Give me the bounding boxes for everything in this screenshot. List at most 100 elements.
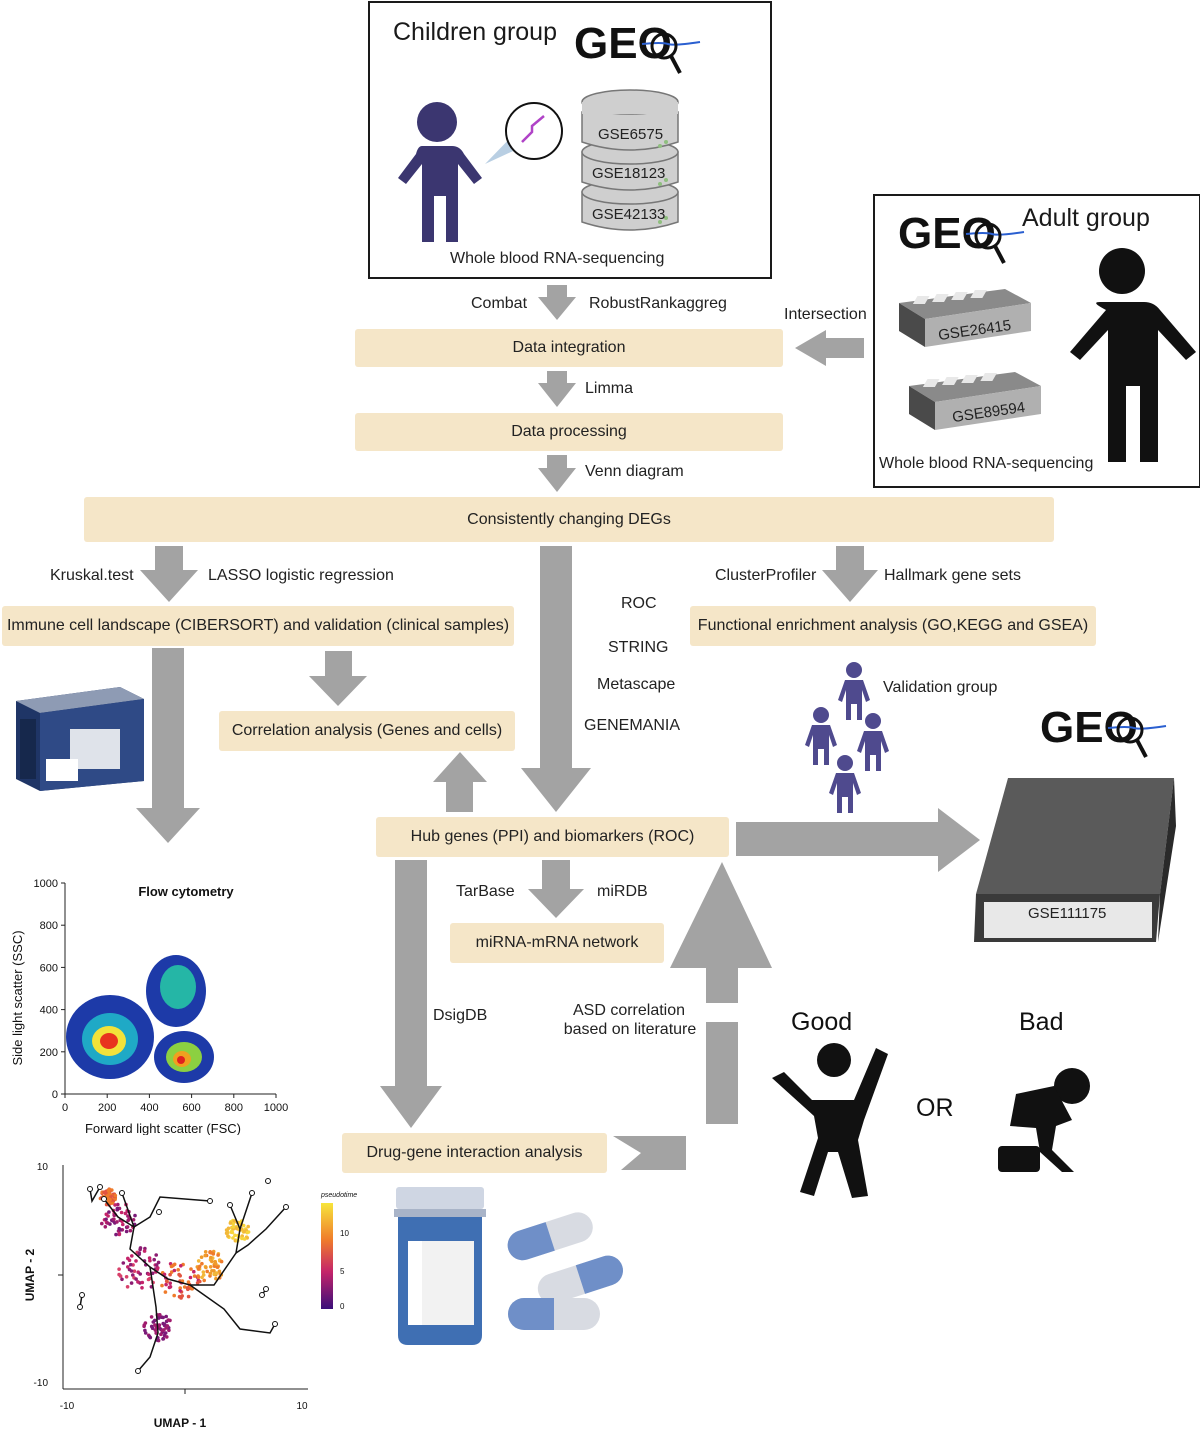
drug-gene-box: Drug-gene interaction analysis [342,1133,607,1173]
hallmark-label: Hallmark gene sets [884,567,1021,584]
umap-cell-point [140,1286,144,1290]
umap-cell-point [197,1264,202,1269]
umap-cell-point [196,1267,201,1271]
umap-cell-point [134,1277,138,1281]
flow-ylabel: Side light scatter (SSC) [10,930,25,1065]
umap-cell-point [161,1315,165,1320]
flow-ytick-label: 0 [52,1089,58,1101]
umap-cell-point [208,1265,213,1269]
umap-cell-point [164,1282,168,1287]
cluster-monocytes [154,1031,214,1083]
umap-cell-point [226,1234,230,1238]
flow-cytometer-machine-icon [16,687,144,791]
umap-cell-point [217,1269,222,1274]
umap-ylabel: UMAP - 2 [23,1248,37,1301]
child-person-icon [398,102,482,242]
umap-cell-point [126,1256,130,1261]
umap-cell-point [109,1194,113,1199]
flow-ytick-label: 600 [40,962,58,974]
umap-cell-point [132,1269,137,1273]
umap-cell-point [110,1201,115,1205]
adult-person-icon [1070,248,1196,462]
cluster-lymphocytes [66,995,154,1079]
or-label: OR [916,1094,954,1122]
umap-cell-point [245,1230,249,1235]
umap-cell-point [142,1323,147,1327]
umap-cell-point [246,1224,250,1229]
umap-cell-point [169,1264,174,1269]
umap-cell-point [158,1313,162,1317]
umap-cell-point [179,1264,183,1268]
dsigdb-label: DsigDB [433,1007,488,1024]
umap-cell-point [167,1285,172,1290]
umap-cell-point [117,1232,122,1237]
umap-cell-point [169,1270,174,1274]
umap-legend-tick: 10 [340,1229,349,1238]
array-chip-icon [909,372,1041,430]
umap-cell-point [129,1269,134,1273]
children-group-title: Children group [393,18,557,46]
hub-genes-box: Hub genes (PPI) and biomarkers (ROC) [376,817,729,857]
umap-cell-point [103,1225,108,1229]
robust-label: RobustRankaggreg [589,295,727,312]
umap-cell-point [125,1285,130,1289]
umap-cell-point [231,1222,235,1226]
genemania-label: GENEMANIA [584,717,681,734]
umap-cell-point [100,1221,104,1226]
umap-cell-point [204,1265,208,1270]
good-label: Good [791,1008,853,1036]
umap-cell-point [231,1225,236,1229]
umap-cell-point [228,1221,233,1225]
umap-cell-point [209,1255,213,1260]
lasso-label: LASSO logistic regression [208,567,394,584]
data-integration-box: Data integration [355,329,783,367]
umap-cell-point [161,1321,165,1326]
limma-label: Limma [585,380,634,397]
array-chip-icon [899,289,1031,347]
asd-label-line1: ASD correlation [572,1002,686,1019]
umap-cell-point [231,1236,235,1240]
umap-cell-point [200,1261,204,1266]
umap-cell-point [164,1279,169,1284]
umap-cell-point [168,1272,172,1277]
happy-person-icon [772,1043,888,1198]
umap-cell-point [129,1281,134,1285]
umap-cell-point [146,1272,151,1276]
umap-cell-point [161,1337,165,1341]
umap-xlabel: UMAP - 1 [154,1416,207,1429]
umap-cell-point [178,1274,182,1278]
flow-xlabel: Forward light scatter (FSC) [85,1121,241,1135]
umap-xtick: 10 [296,1401,308,1412]
umap-cell-point [163,1331,168,1335]
umap-cell-point [115,1206,120,1211]
umap-cell-point [147,1256,152,1260]
umap-trajectory-chart: 10 -10 -10 10 UMAP - 1 UMAP - 2 [23,1162,357,1429]
mirna-network-box: miRNA-mRNA network [450,923,664,963]
asd-label-line2: based on literature [563,1021,697,1038]
umap-cell-point [203,1253,207,1258]
umap-cell-point [156,1316,161,1320]
umap-cell-point [113,1203,117,1207]
umap-cell-point [126,1214,130,1218]
umap-cell-point [138,1272,142,1276]
umap-cell-point [131,1218,136,1222]
capsule-pills-icon [507,1212,623,1330]
umap-cell-point [136,1280,140,1284]
umap-cell-point [209,1251,213,1255]
server-box-icon [974,778,1176,942]
dataset-gse42133: GSE42133 [592,206,666,223]
umap-cell-point [104,1217,108,1222]
umap-cell-point [192,1274,197,1278]
umap-cell-point [127,1217,131,1222]
umap-cell-point [160,1328,165,1333]
umap-cell-point [168,1262,173,1266]
validation-group-label: Validation group [883,679,998,696]
combat-label: Combat [471,295,528,312]
blood-sample-icon [485,102,563,164]
clusterprofiler-label: ClusterProfiler [715,567,817,584]
umap-xtick: -10 [60,1401,75,1412]
flow-xtick-label: 0 [62,1102,68,1114]
umap-cell-point [107,1188,111,1193]
umap-cell-point [163,1290,168,1294]
umap-cell-point [208,1271,213,1276]
